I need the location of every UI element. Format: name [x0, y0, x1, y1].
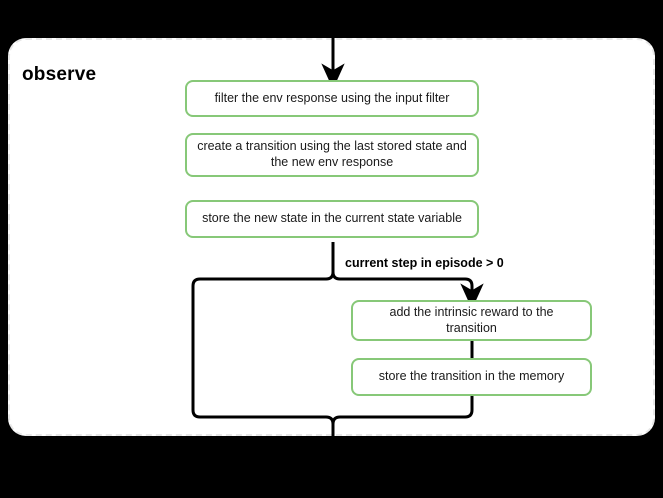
node-store-transition-memory[interactable]: store the transition in the memory	[351, 358, 592, 396]
node-create-transition[interactable]: create a transition using the last store…	[185, 133, 479, 177]
edge-label-current-step: current step in episode > 0	[345, 256, 504, 270]
node-store-new-state[interactable]: store the new state in the current state…	[185, 200, 479, 238]
subgraph-title: observe	[22, 64, 97, 85]
node-add-intrinsic-reward[interactable]: add the intrinsic reward to the transiti…	[351, 300, 592, 341]
node-filter-env-response[interactable]: filter the env response using the input …	[185, 80, 479, 117]
